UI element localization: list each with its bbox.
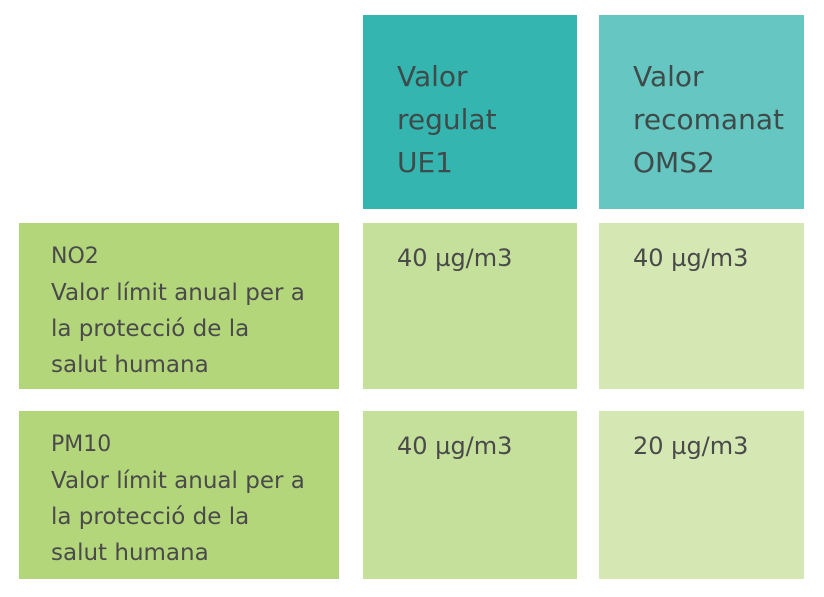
value-text: 20 µg/m3	[633, 432, 749, 460]
row-label-pm10: PM10 Valor límit anual per a la protecci…	[19, 411, 339, 579]
row-description-line: salut humana	[51, 540, 209, 566]
row-description-line: Valor límit anual per a	[51, 468, 305, 494]
header-line: Valor	[633, 60, 704, 93]
header-line: Valor	[397, 60, 468, 93]
pm10-who-value-cell: 20 µg/m3	[599, 411, 804, 579]
row-label-no2: NO2 Valor límit anual per a la protecció…	[19, 223, 339, 389]
value-text: 40 µg/m3	[397, 244, 513, 272]
row-description-line: la protecció de la	[51, 504, 250, 530]
header-line: recomanat	[633, 103, 784, 136]
value-text: 40 µg/m3	[397, 432, 513, 460]
header-line: UE1	[397, 146, 453, 179]
header-line: OMS2	[633, 146, 715, 179]
header-eu-regulated-value: Valor regulat UE1	[363, 15, 577, 209]
header-who-recommended-value: Valor recomanat OMS2	[599, 15, 804, 209]
pollutant-name: NO2	[51, 244, 99, 269]
row-description-line: salut humana	[51, 352, 209, 378]
row-description-line: Valor límit anual per a	[51, 280, 305, 306]
no2-who-value-cell: 40 µg/m3	[599, 223, 804, 389]
header-line: regulat	[397, 103, 497, 136]
pm10-eu-value-cell: 40 µg/m3	[363, 411, 577, 579]
pollutant-name: PM10	[51, 432, 112, 457]
value-text: 40 µg/m3	[633, 244, 749, 272]
row-description-line: la protecció de la	[51, 316, 250, 342]
no2-eu-value-cell: 40 µg/m3	[363, 223, 577, 389]
